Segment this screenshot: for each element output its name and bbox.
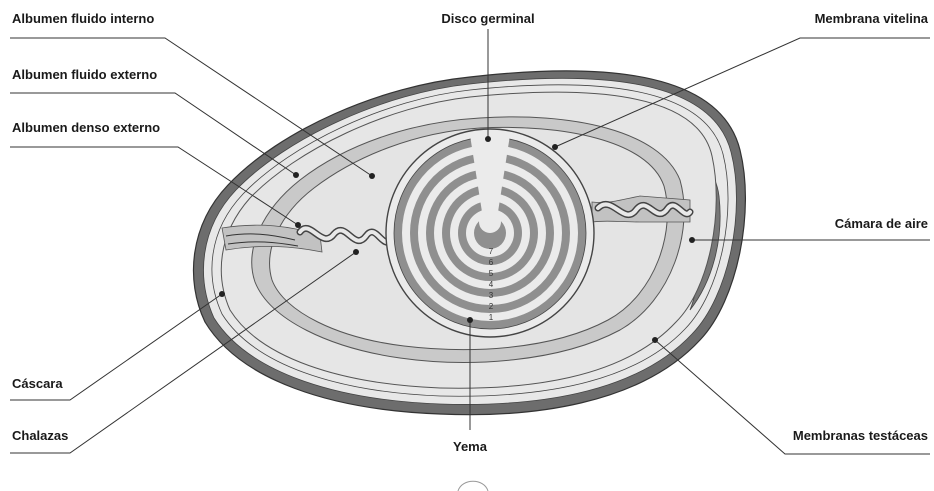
yolk-layer-number: 6 <box>489 258 494 267</box>
label-membrana-vitelina: Membrana vitelina <box>815 11 929 26</box>
label-membranas-testaceas: Membranas testáceas <box>793 428 928 443</box>
page-arc-decoration <box>458 481 488 491</box>
yolk-layer-number: 1 <box>489 313 494 322</box>
label-chalazas: Chalazas <box>12 428 68 443</box>
label-cascara: Cáscara <box>12 376 63 391</box>
label-yema: Yema <box>453 439 488 454</box>
yolk-layer-number: 2 <box>489 302 494 311</box>
yolk-layer-numbers: 7 6 5 4 3 2 1 <box>489 247 494 322</box>
label-disco-germinal: Disco germinal <box>441 11 534 26</box>
yolk-layer-number: 4 <box>489 280 494 289</box>
label-albumen-fluido-interno: Albumen fluido interno <box>12 11 154 26</box>
yolk-layer-number: 7 <box>489 247 494 256</box>
yolk-layer-number: 3 <box>489 291 494 300</box>
label-camara-de-aire: Cámara de aire <box>835 216 928 231</box>
yolk-layer-number: 5 <box>489 269 494 278</box>
label-albumen-denso-externo: Albumen denso externo <box>12 120 160 135</box>
label-albumen-fluido-externo: Albumen fluido externo <box>12 67 157 82</box>
